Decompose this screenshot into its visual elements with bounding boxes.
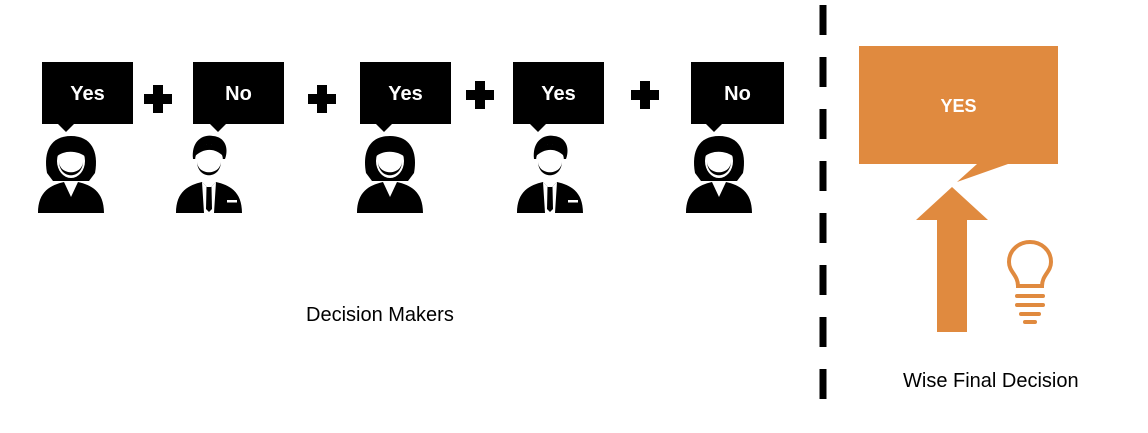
plus-icon — [308, 85, 336, 113]
final-decision-caption: Wise Final Decision — [903, 370, 1079, 392]
up-arrow-icon — [916, 187, 988, 332]
vote-label: Yes — [70, 83, 105, 105]
plus-icon — [631, 81, 659, 109]
plus-icon — [466, 81, 494, 109]
male-person-icon — [517, 135, 583, 213]
lightbulb-icon — [1006, 239, 1054, 324]
vote-label: No — [724, 83, 751, 105]
male-person-icon — [176, 135, 242, 213]
vote-label: Yes — [388, 83, 423, 105]
vote-label: No — [225, 83, 252, 105]
plus-icon — [144, 85, 172, 113]
vote-bubble-1 — [42, 62, 133, 132]
vote-bubble-3 — [360, 62, 451, 132]
vote-label: Yes — [541, 83, 576, 105]
female-person-icon — [38, 136, 104, 213]
decision-makers-caption: Decision Makers — [306, 304, 454, 326]
female-person-icon — [686, 136, 752, 213]
final-decision-bubble — [859, 46, 1058, 182]
vote-bubble-2 — [193, 62, 284, 132]
female-person-icon — [357, 136, 423, 213]
final-decision-label: YES — [940, 96, 977, 116]
vote-bubble-5 — [691, 62, 784, 132]
vote-bubble-4 — [513, 62, 604, 132]
